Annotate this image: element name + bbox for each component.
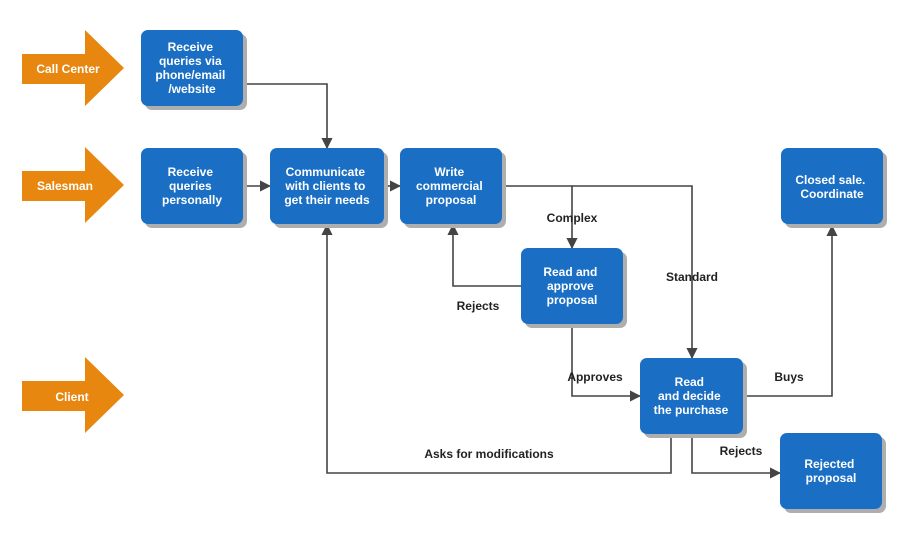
- lane-arrow-call-center: [22, 30, 124, 106]
- node-box: [521, 248, 623, 324]
- edge-decide-to-closed: [743, 224, 838, 397]
- node-box: [270, 148, 384, 224]
- edge-write-to-decide: [572, 185, 698, 360]
- lane-arrow-client: [22, 357, 124, 433]
- edge-label-rejects-approval: Rejects: [457, 299, 500, 313]
- node-closed-sale: Closed sale. Coordinate: [781, 148, 887, 228]
- node-rejected-proposal: Rejected proposal: [780, 433, 886, 513]
- lane-client: Client: [22, 357, 124, 433]
- node-read-decide-purchase: Read and decide the purchase: [640, 358, 747, 438]
- edge-label-complex: Complex: [547, 211, 598, 225]
- svg-text:Receive queries via: Receive queries via phone/email /website: [155, 40, 228, 96]
- edge-label-standard: Standard: [666, 270, 718, 284]
- svg-text:Read and decide: Read and decide the purchase: [654, 375, 729, 417]
- edge-label-approves: Approves: [567, 370, 623, 384]
- node-line: commercial: [416, 179, 483, 193]
- edge-decide-to-rejected: [691, 434, 782, 479]
- lane-arrow-salesman: [22, 147, 124, 223]
- node-line: Receive: [168, 165, 214, 179]
- lane-salesman: Salesman: [22, 147, 124, 223]
- lane-label-client: Client: [55, 390, 88, 404]
- node-line: Rejected: [804, 457, 854, 471]
- node-line: Write: [434, 165, 464, 179]
- node-line: personally: [162, 193, 222, 207]
- edge-label-buys: Buys: [774, 370, 804, 384]
- node-line: Read: [675, 375, 704, 389]
- node-line: approve: [547, 279, 594, 293]
- edge-remote-to-communicate: [243, 83, 333, 150]
- lane-label-salesman: Salesman: [37, 179, 93, 193]
- node-box: [400, 148, 502, 224]
- svg-text:Communicate with clien: Communicate with clients to get their ne…: [284, 165, 370, 207]
- node-line: phone/email: [155, 68, 225, 82]
- node-line: Coordinate: [800, 187, 864, 201]
- node-receive-queries-personally: Receive queries personally: [141, 148, 247, 228]
- node-read-approve-proposal: Read and approve proposal: [521, 248, 627, 328]
- node-line: Receive: [168, 40, 214, 54]
- node-box: [780, 433, 882, 509]
- node-line: Read and: [543, 265, 597, 279]
- svg-text:Write commercial: Write commercial proposal: [416, 165, 486, 207]
- svg-text:Rejected proposal: Rejected proposal: [804, 457, 857, 485]
- node-line: queries via: [159, 54, 222, 68]
- node-line: with clients to: [284, 179, 365, 193]
- node-line: proposal: [547, 293, 598, 307]
- node-line: queries: [169, 179, 212, 193]
- node-box: [141, 148, 243, 224]
- edge-approve-to-decide: [571, 325, 642, 402]
- node-box: [141, 30, 243, 106]
- node-receive-queries-remote: Receive queries via phone/email /website: [141, 30, 247, 110]
- svg-text:Receive queries: Receive queries personally: [162, 165, 222, 207]
- node-line: get their needs: [284, 193, 370, 207]
- node-line: /website: [168, 82, 216, 96]
- node-line: proposal: [426, 193, 477, 207]
- svg-text:Read and approve: Read and approve proposal: [543, 265, 600, 307]
- node-box: [781, 148, 883, 224]
- node-line: and decide: [658, 389, 721, 403]
- node-line: Communicate: [286, 165, 366, 179]
- lane-label-call-center: Call Center: [36, 62, 100, 76]
- node-line: the purchase: [654, 403, 729, 417]
- edge-approve-to-write: [447, 223, 521, 287]
- edge-labels: Complex Rejects Standard Approves Buys R…: [424, 211, 804, 461]
- edge-decide-to-communicate: [321, 223, 672, 474]
- node-write-proposal: Write commercial proposal: [400, 148, 506, 228]
- node-line: proposal: [806, 471, 857, 485]
- node-box: [640, 358, 743, 434]
- nodes: Receive queries via phone/email /website…: [141, 30, 887, 513]
- node-line: Closed sale.: [795, 173, 865, 187]
- node-communicate-clients: Communicate with clients to get their ne…: [270, 148, 388, 228]
- edge-label-rejects-purchase: Rejects: [720, 444, 763, 458]
- lane-call-center: Call Center: [22, 30, 124, 106]
- svg-text:Closed sale. Coordinat: Closed sale. Coordinate: [795, 173, 868, 201]
- edge-label-asks-modifications: Asks for modifications: [424, 447, 554, 461]
